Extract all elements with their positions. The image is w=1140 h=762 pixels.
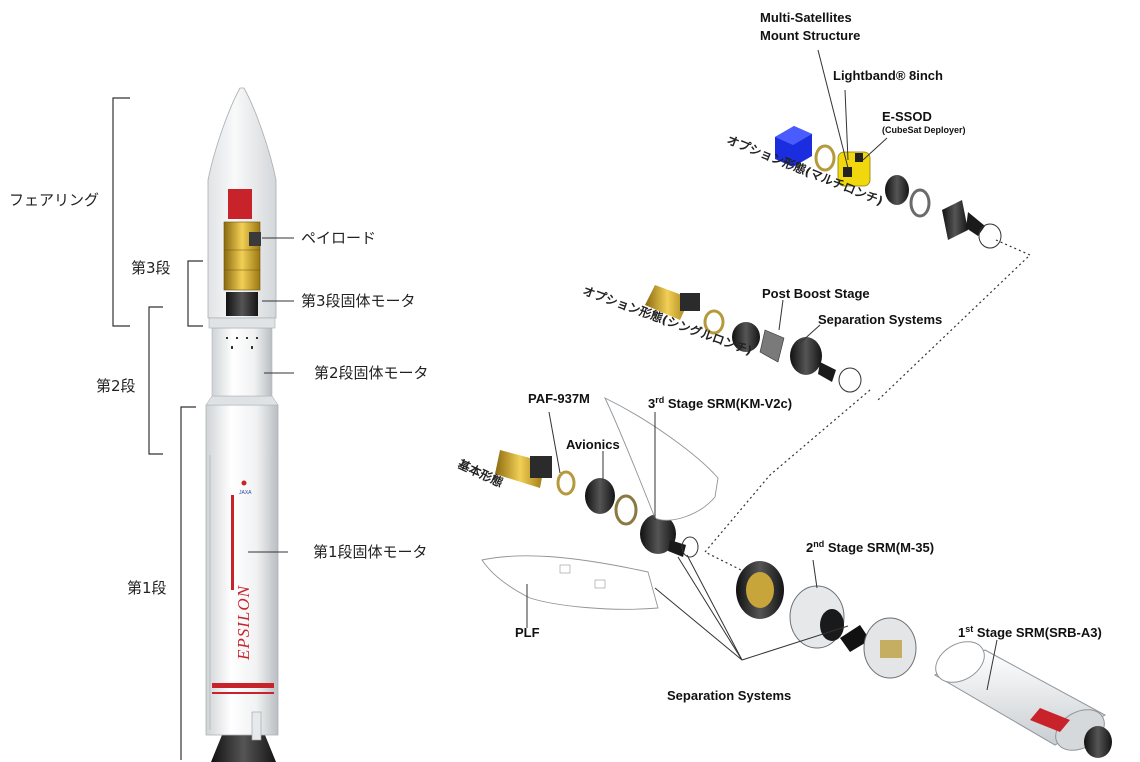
- left-brackets: [112, 97, 203, 760]
- bracket-label-stage3: 第3段: [131, 259, 171, 277]
- bracket-label-fairing: フェアリング: [9, 191, 99, 209]
- first-stage-exploded: [933, 641, 1112, 758]
- multi-launch-assembly: [775, 126, 1002, 249]
- first-stage-red-stripe: [231, 495, 234, 590]
- label-avionics: Avionics: [566, 437, 620, 452]
- label-stage3-srm: 3rd Stage SRM(KM-V2c): [648, 395, 792, 411]
- label-sep-systems-1: Separation Systems: [818, 312, 942, 327]
- label-lightband: Lightband® 8inch: [833, 68, 943, 83]
- callout-payload: ペイロード: [301, 229, 376, 247]
- first-stage-body: [205, 404, 279, 736]
- assembled-rocket: JAXA EPSILON: [205, 87, 279, 762]
- callout-stage3-motor: 第3段固体モータ: [301, 292, 416, 310]
- label-multi-sat-line2: Mount Structure: [760, 28, 860, 43]
- label-sep-systems-2: Separation Systems: [667, 688, 791, 703]
- label-stage2-srm: 2nd Stage SRM(M-35): [806, 539, 934, 555]
- label-post-boost: Post Boost Stage: [762, 286, 870, 301]
- second-stage-exploded: [736, 561, 917, 679]
- label-essod-sub: (CubeSat Deployer): [882, 125, 966, 135]
- label-plf: PLF: [515, 625, 540, 640]
- label-stage1-srm: 1st Stage SRM(SRB-A3): [958, 624, 1102, 640]
- callout-stage1-motor: 第1段固体モータ: [313, 543, 428, 561]
- first-stage-nozzle: [211, 735, 276, 762]
- single-launch-assembly: [645, 285, 862, 393]
- label-essod: E-SSOD: [882, 109, 932, 124]
- exploded-leader-lines: [526, 49, 998, 691]
- label-paf: PAF-937M: [528, 391, 590, 406]
- third-stage-motor: [226, 292, 258, 316]
- basic-config-assembly: [495, 450, 699, 558]
- bracket-label-stage1: 第1段: [127, 579, 167, 597]
- callout-stage2-motor: 第2段固体モータ: [314, 364, 429, 382]
- bracket-label-stage2: 第2段: [96, 377, 136, 395]
- second-stage-body: [211, 327, 273, 397]
- fairing-half-upper: [604, 397, 719, 521]
- jaxa-logo-text: JAXA: [239, 490, 252, 496]
- label-multi-sat-line1: Multi-Satellites: [760, 10, 852, 25]
- left-callout-lines: [248, 237, 294, 553]
- plf-fairing-lower: [481, 555, 659, 610]
- payload-red-block: [228, 189, 252, 219]
- exploded-dotted-guides: [704, 239, 1032, 573]
- rocket-epsilon-wordmark: EPSILON: [234, 584, 253, 661]
